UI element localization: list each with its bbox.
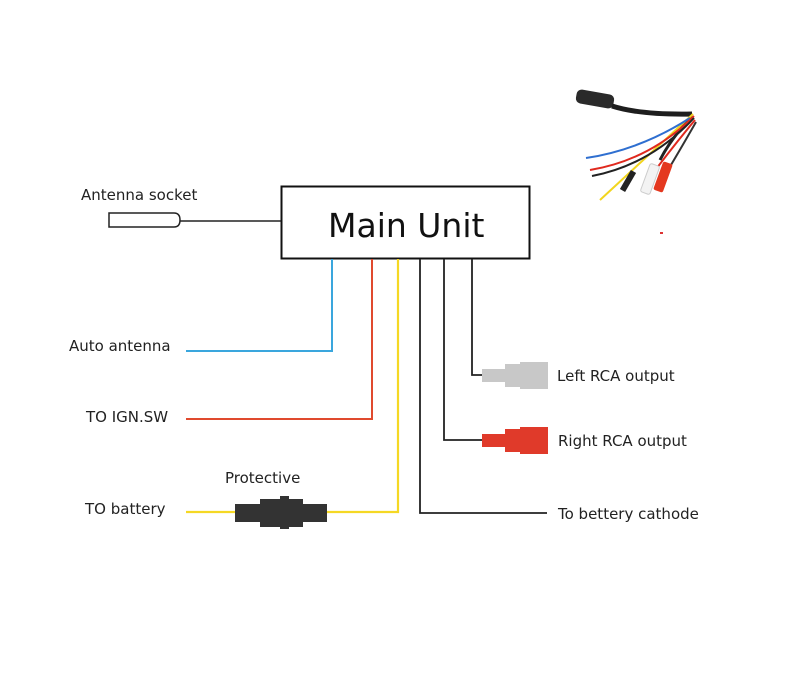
ign-sw-label: TO IGN.SW xyxy=(86,408,169,426)
antenna-socket-label: Antenna socket xyxy=(81,186,198,204)
wiring-harness-photo xyxy=(575,89,697,234)
battery-cathode-wire xyxy=(419,259,547,514)
auto-antenna-wire xyxy=(186,259,333,352)
right-rca-label: Right RCA output xyxy=(558,432,687,450)
right-rca-plug-icon xyxy=(482,427,548,454)
ign-sw-wire xyxy=(186,259,373,420)
protective-label: Protective xyxy=(225,469,301,487)
main-unit-box xyxy=(280,185,531,260)
auto-antenna-label: Auto antenna xyxy=(69,337,171,355)
fuse-holder-icon xyxy=(235,496,327,529)
left-rca-wire xyxy=(471,259,482,376)
antenna-socket-icon xyxy=(108,212,181,228)
left-rca-plug-icon xyxy=(482,362,548,389)
main-unit-label: Main Unit xyxy=(328,206,485,245)
left-rca-label: Left RCA output xyxy=(557,367,675,385)
battery-label: TO battery xyxy=(85,500,166,518)
right-rca-wire xyxy=(443,259,482,441)
battery-cathode-label: To bettery cathode xyxy=(558,505,699,523)
